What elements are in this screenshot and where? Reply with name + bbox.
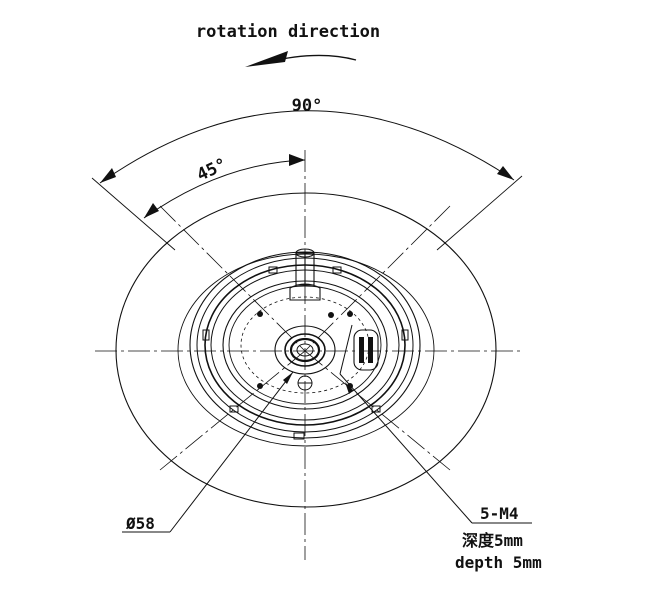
thread-label: 5-M4 [480, 504, 519, 523]
hub-lower-feature [297, 375, 313, 391]
angle-90-label: 90° [292, 96, 323, 116]
rotation-arrow [245, 51, 357, 67]
diameter-leader [122, 371, 294, 533]
angle-45-label: 45° [194, 154, 230, 185]
outer-shroud [115, 192, 497, 508]
label-plate [353, 329, 379, 371]
housing-tabs [202, 266, 409, 440]
angle-90-dimension [91, 110, 523, 251]
hub [274, 325, 336, 375]
depth-cn-label: 深度5mm [462, 531, 523, 550]
rotation-direction-title: rotation direction [196, 22, 380, 42]
diameter-label: Ø58 [125, 514, 155, 533]
center-lines [95, 150, 520, 560]
cable-outlet [289, 248, 321, 301]
angle-45-dimension [143, 154, 306, 219]
depth-en-label: depth 5mm [455, 553, 542, 572]
thread-leader [339, 324, 532, 524]
shroud-inner-edge [177, 253, 435, 447]
